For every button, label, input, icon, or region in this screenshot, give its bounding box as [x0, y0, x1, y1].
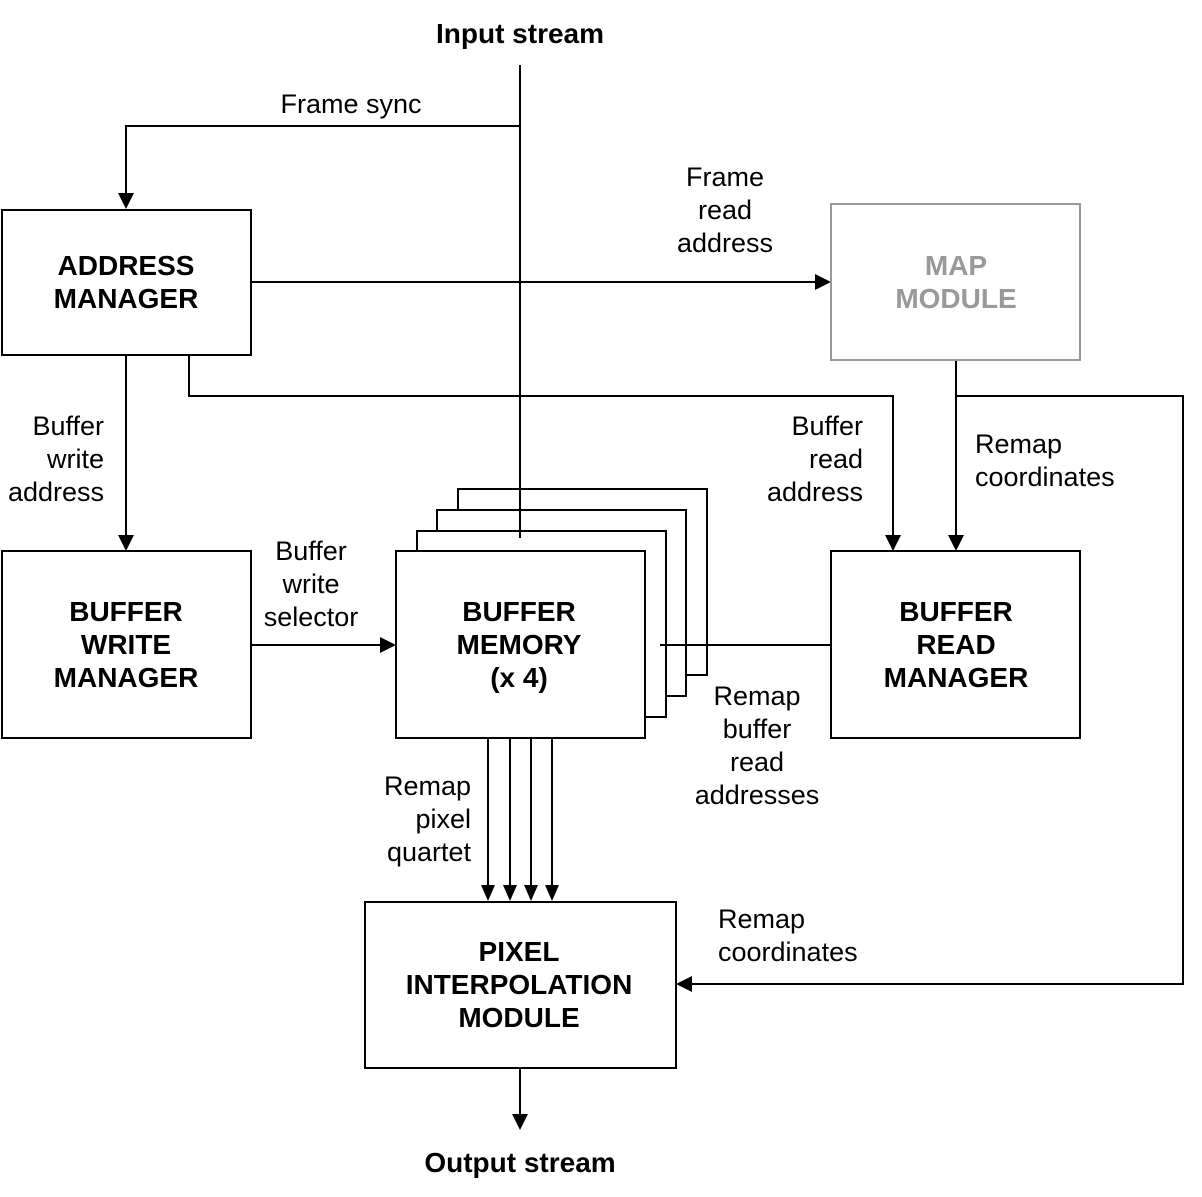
- arrowhead-pixel-quartet-1: [481, 885, 495, 901]
- arrowhead-buffer-write-address: [118, 535, 134, 551]
- arrowhead-remap-coordinates-top: [948, 535, 964, 551]
- buffer-write-manager-box: [1, 550, 252, 739]
- frame-read-address-label: Frame read address: [677, 162, 773, 258]
- frame-read-address-line-2: read: [698, 195, 752, 225]
- remap-buffer-read-addresses-line-4: addresses: [695, 780, 820, 810]
- buffer-read-manager-line-2: READ: [916, 629, 995, 660]
- arrowhead-remap-coordinates-bottom: [676, 976, 692, 992]
- buffer-read-manager-box: [830, 550, 1081, 739]
- remap-buffer-read-addresses-line-2: buffer: [723, 714, 792, 744]
- remap-pixel-quartet-label: Remap pixel quartet: [384, 771, 472, 867]
- remap-pixel-quartet-line-1: Remap: [384, 771, 471, 801]
- wire-remap-coordinates-bottom: [690, 395, 1184, 985]
- wires: [125, 65, 1184, 1118]
- input-stream-label: Input stream: [436, 18, 604, 49]
- buffer-memory-stack: BUFFER MEMORY (x 4): [395, 488, 708, 739]
- arrowhead-frame-read-address: [815, 274, 831, 290]
- buffer-read-address-line-1: Buffer: [791, 411, 863, 441]
- remap-coordinates-bottom-line-1: Remap: [718, 904, 805, 934]
- remap-buffer-read-addresses-line-1: Remap: [713, 681, 800, 711]
- buffer-write-selector-line-2: write: [281, 569, 339, 599]
- remap-buffer-read-addresses-label: Remap buffer read addresses: [695, 681, 820, 810]
- buffer-write-address-line-3: address: [8, 477, 104, 507]
- map-module-block: MAP MODULE: [830, 203, 1081, 361]
- pixel-interpolation-module-block: PIXEL INTERPOLATION MODULE: [364, 901, 677, 1069]
- arrowhead-pixel-quartet-3: [524, 885, 538, 901]
- buffer-write-selector-line-1: Buffer: [275, 536, 347, 566]
- buffer-read-manager-line-1: BUFFER: [899, 596, 1013, 627]
- map-module-box: [830, 203, 1081, 361]
- wire-buffer-read-address: [188, 355, 894, 539]
- buffer-write-manager-block: BUFFER WRITE MANAGER: [1, 550, 252, 739]
- remap-coordinates-top-line-1: Remap: [975, 429, 1062, 459]
- remap-pixel-quartet-line-3: quartet: [387, 837, 472, 867]
- buffer-memory-line-3: (x 4): [490, 662, 548, 693]
- buffer-write-selector-label: Buffer write selector: [264, 536, 359, 632]
- remap-pixel-quartet-line-2: pixel: [415, 804, 471, 834]
- buffer-memory-box: [395, 550, 646, 739]
- frame-read-address-line-3: address: [677, 228, 773, 258]
- address-manager-block: ADDRESS MANAGER: [1, 209, 252, 356]
- pixel-interpolation-line-2: INTERPOLATION: [406, 969, 633, 1000]
- frame-read-address-line-1: Frame: [686, 162, 764, 192]
- remap-coordinates-top-line-2: coordinates: [975, 462, 1115, 492]
- arrowhead-buffer-write-selector: [380, 637, 396, 653]
- buffer-write-manager-line-1: BUFFER: [69, 596, 183, 627]
- buffer-write-manager-line-3: MANAGER: [54, 662, 199, 693]
- arrowhead-pixel-quartet-4: [545, 885, 559, 901]
- remap-coordinates-bottom-line-2: coordinates: [718, 937, 858, 967]
- buffer-read-address-line-2: read: [809, 444, 863, 474]
- buffer-write-address-line-2: write: [46, 444, 104, 474]
- pixel-interpolation-line-3: MODULE: [458, 1002, 579, 1033]
- buffer-read-address-line-3: address: [767, 477, 863, 507]
- buffer-read-manager-line-3: MANAGER: [884, 662, 1029, 693]
- buffer-read-manager-block: BUFFER READ MANAGER: [830, 550, 1081, 739]
- arrowhead-output-stream: [512, 1114, 528, 1130]
- buffer-write-manager-line-2: WRITE: [81, 629, 171, 660]
- arrowhead-pixel-quartet-2: [503, 885, 517, 901]
- address-manager-box: [1, 209, 252, 356]
- pixel-interpolation-module-box: [364, 901, 677, 1069]
- arrowhead-buffer-read-address: [885, 535, 901, 551]
- wire-frame-sync: [125, 125, 520, 198]
- buffer-memory-line-1: BUFFER: [462, 596, 576, 627]
- address-manager-line-1: ADDRESS: [58, 250, 195, 281]
- remap-coordinates-bottom-label: Remap coordinates: [718, 904, 858, 967]
- frame-sync-label: Frame sync: [280, 89, 421, 119]
- remap-buffer-read-addresses-line-3: read: [730, 747, 784, 777]
- buffer-write-address-line-1: Buffer: [32, 411, 104, 441]
- output-stream-label: Output stream: [424, 1147, 615, 1178]
- buffer-write-selector-line-3: selector: [264, 602, 359, 632]
- buffer-memory-line-2: MEMORY: [457, 629, 582, 660]
- map-module-line-2: MODULE: [895, 283, 1016, 314]
- buffer-write-address-label: Buffer write address: [8, 411, 104, 507]
- arrowhead-frame-sync: [118, 193, 134, 209]
- map-module-line-1: MAP: [925, 250, 987, 281]
- pixel-interpolation-line-1: PIXEL: [479, 936, 560, 967]
- buffer-read-address-label: Buffer read address: [767, 411, 863, 507]
- address-manager-line-2: MANAGER: [54, 283, 199, 314]
- remap-coordinates-top-label: Remap coordinates: [975, 429, 1115, 492]
